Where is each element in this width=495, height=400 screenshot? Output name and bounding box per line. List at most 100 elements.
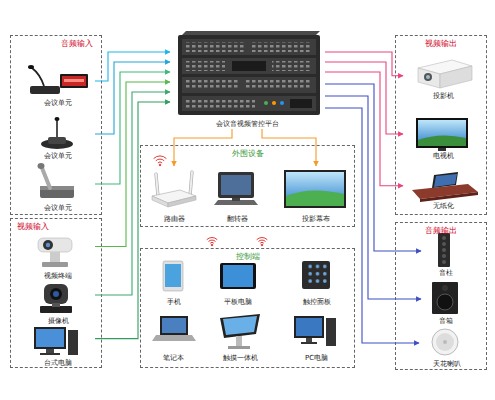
ptz-camera-icon-part	[50, 288, 62, 300]
device-label: 触摸一体机	[223, 354, 258, 363]
pc-icon-part	[294, 316, 324, 338]
group-box: 音频输出音柱音箱天花喇叭	[395, 222, 487, 370]
device-node: 翻转器	[211, 166, 263, 224]
control-platform-icon-part	[280, 101, 284, 105]
column-speaker-icon-part	[442, 248, 446, 252]
ptz-camera-icon	[40, 284, 72, 313]
device-node: 路由器	[149, 166, 199, 224]
wifi-symbol-part	[210, 242, 214, 244]
device-node: 投影机	[403, 56, 483, 101]
projection-screen-icon	[284, 170, 346, 208]
device-node: 音柱	[421, 233, 471, 278]
phone-icon	[163, 261, 183, 291]
control-platform-icon	[178, 31, 320, 115]
desktop-pc-icon-part	[68, 330, 78, 355]
paperless-terminal-icon	[412, 172, 478, 202]
touch-kiosk-icon-part	[223, 316, 257, 335]
device-node: 音箱	[421, 281, 471, 326]
device-label: 台式电脑	[44, 359, 72, 368]
device-label: 触控面板	[303, 298, 331, 307]
flip-screen-icon-part	[218, 172, 254, 198]
control-platform-icon-part	[264, 101, 268, 105]
control-platform-icon-part	[185, 99, 255, 108]
gooseneck-mic-icon-part	[28, 65, 34, 69]
projector-icon-part	[418, 68, 440, 88]
device-node: 会议单元	[21, 116, 95, 161]
phone-icon-part	[163, 261, 183, 291]
ptz-camera-icon-part	[53, 291, 59, 297]
signal-connector	[95, 52, 170, 81]
desk-mic-icon-part	[55, 117, 60, 121]
column-speaker-icon-part	[442, 260, 446, 264]
device-label: 笔记本	[163, 354, 184, 363]
flip-screen-icon	[214, 172, 258, 205]
handheld-mic-icon-part	[40, 186, 74, 190]
ptz-camera-icon-part	[44, 284, 68, 304]
paperless-terminal-icon-part	[420, 192, 478, 202]
flip-screen-icon-part	[232, 198, 240, 201]
control-platform-icon-part	[246, 80, 312, 90]
device-node: 触控面板	[289, 259, 344, 307]
device-label: 会议单元	[44, 204, 72, 213]
control-platform-icon-part	[182, 96, 316, 111]
wifi-symbol	[154, 156, 167, 166]
signal-connector	[174, 129, 232, 166]
group-box: 音频输入会议单元会议单元会议单元	[10, 35, 102, 215]
laptop-icon	[152, 316, 196, 341]
group-box: 外围设备路由器翻转器投影幕布	[140, 145, 355, 227]
device-label: 摄像机	[48, 317, 69, 326]
device-node: 天花喇叭	[419, 329, 474, 369]
device-node: 会议单元	[21, 63, 95, 108]
paperless-terminal-icon-part	[434, 174, 457, 187]
control-platform-icon-part	[272, 101, 276, 105]
video-terminal-icon-part	[38, 238, 72, 252]
device-label: PC电脑	[305, 354, 328, 363]
router-icon-part	[156, 174, 158, 196]
wifi-symbol-part	[209, 240, 216, 241]
touch-panel-icon	[302, 261, 330, 289]
handheld-mic-icon-part	[38, 163, 45, 169]
projection-screen-icon-part	[286, 172, 344, 206]
device-label: 翻转器	[227, 215, 248, 224]
gooseneck-mic-icon-part	[60, 74, 88, 88]
tv-icon	[416, 118, 468, 151]
video-terminal-icon	[38, 238, 72, 267]
device-label: 电视机	[433, 152, 454, 161]
device-label: 路由器	[164, 215, 185, 224]
control-platform-icon-part	[182, 39, 316, 55]
group-box: 控制端手机平板电脑触控面板笔记本触摸一体机PC电脑	[140, 248, 355, 368]
ceiling-speaker-icon-part	[432, 329, 458, 355]
gooseneck-mic-icon-part	[64, 79, 84, 82]
signal-connector	[325, 84, 421, 251]
laptop-icon-part	[152, 335, 196, 341]
device-node: 平板电脑	[209, 259, 267, 307]
gooseneck-mic-icon-part	[32, 68, 44, 86]
device-node: 投影幕布	[281, 166, 351, 224]
device-label: 会议单元	[44, 152, 72, 161]
control-platform-icon-part	[272, 61, 312, 71]
wifi-symbol-part	[261, 244, 263, 246]
gooseneck-mic-icon-part	[62, 76, 86, 86]
pc-icon-part	[306, 338, 312, 342]
signal-connector	[325, 52, 403, 76]
paperless-terminal-icon-part	[432, 172, 458, 188]
device-label: 会议音视频管控平台	[216, 120, 279, 129]
tablet-icon	[220, 263, 256, 289]
wifi-symbol-part	[207, 238, 218, 240]
desktop-pc-icon-part	[46, 349, 54, 353]
signal-connector	[95, 62, 170, 134]
pc-icon-part	[301, 342, 317, 344]
column-speaker-icon-part	[438, 233, 450, 267]
desktop-pc-icon-part	[34, 327, 66, 349]
router-icon	[152, 172, 196, 207]
pc-icon-part	[326, 318, 336, 346]
device-label: 音柱	[439, 269, 453, 278]
laptop-icon-part	[162, 318, 186, 333]
tv-icon-part	[438, 148, 446, 151]
control-platform-icon-part	[290, 99, 312, 108]
tablet-icon-part	[223, 265, 253, 287]
control-platform-icon-part	[178, 35, 320, 115]
device-node: 触摸一体机	[209, 311, 271, 363]
device-node: 摄像机	[21, 281, 95, 326]
